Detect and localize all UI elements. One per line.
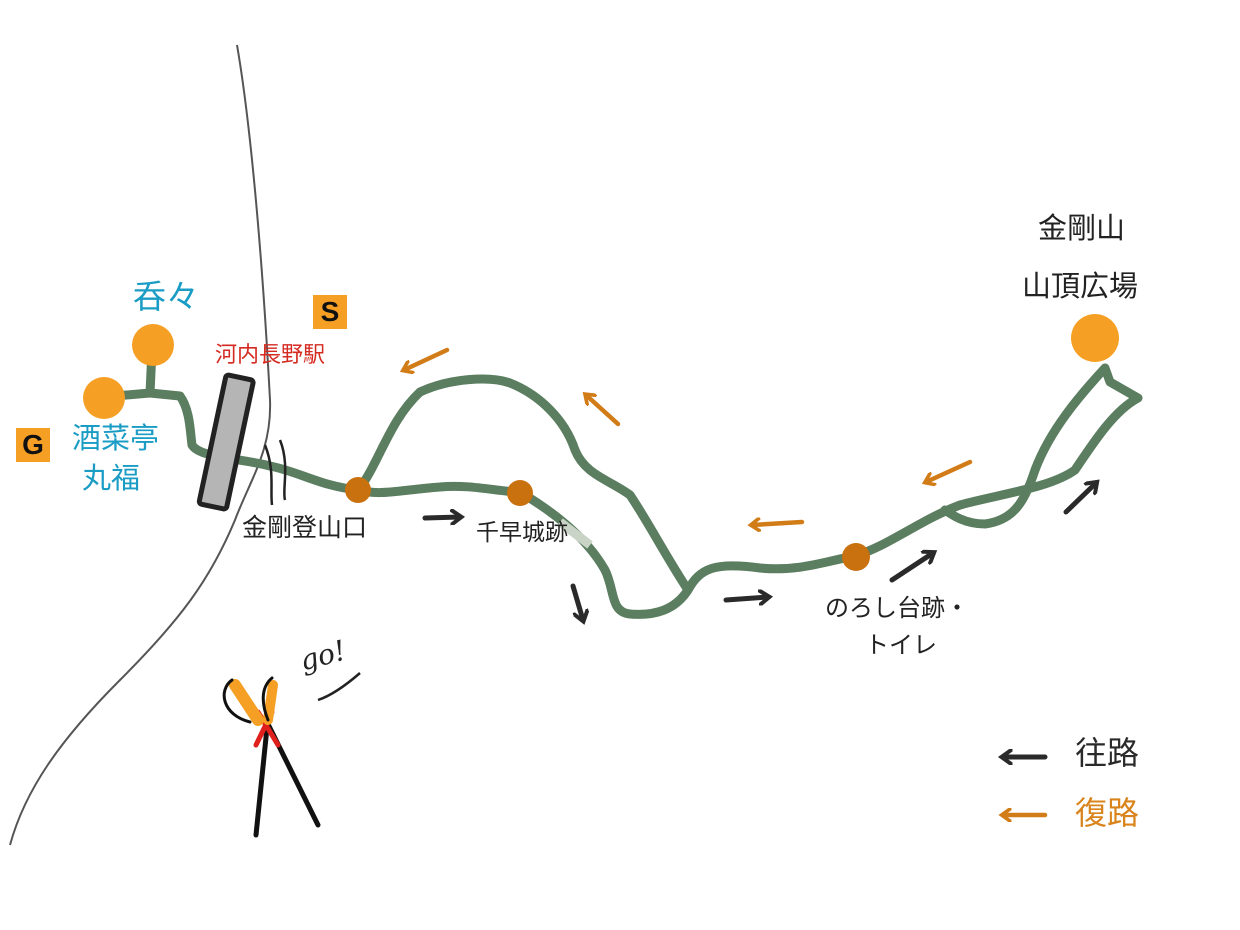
norosidai-label-2: トイレ [865, 631, 937, 659]
waypoint-dot-norosidai [842, 543, 870, 571]
outbound-arrow-icon [1063, 483, 1096, 515]
trailhead-label: 金剛登山口 [242, 513, 368, 542]
restaurant-label-2: 丸福 [82, 461, 141, 495]
return-arrow-icon [404, 347, 450, 370]
norosidai-label: のろし台跡・ [825, 594, 969, 622]
endpoint-dot-summit [1071, 314, 1119, 362]
waypoint-dot-trailhead [345, 477, 371, 503]
bridge-mark [263, 439, 287, 506]
station-building [196, 372, 256, 512]
outbound-arrow-icon [889, 553, 933, 583]
summit-label-2: 山頂広場 [1022, 269, 1139, 303]
go-underline [317, 672, 361, 702]
outbound-arrow-icon [570, 583, 583, 620]
endpoint-dot-restaurant [83, 377, 125, 419]
start-badge: S [313, 295, 347, 329]
waypoint-dot-castle [507, 480, 533, 506]
summit-label: 金剛山 [1038, 211, 1126, 245]
river-line [9, 44, 272, 846]
return-arrow-icon [752, 522, 805, 525]
restaurant-label: 酒菜亭 [72, 421, 160, 455]
return-arrow-icon [926, 459, 973, 482]
return-arrow-icon [586, 395, 621, 427]
trekking-poles-icon [222, 676, 321, 838]
trail-loop [355, 374, 693, 595]
legend-outbound-label: 往路 [1075, 734, 1140, 772]
endpoint-dot-nomnom [132, 324, 174, 366]
outbound-arrow-icon [422, 517, 460, 518]
trail-light-segment [557, 518, 593, 549]
goal-badge: G [16, 428, 50, 462]
nomnom-label: 呑々 [133, 277, 199, 316]
legend-return-label: 復路 [1075, 794, 1140, 832]
trail-main [99, 363, 1143, 619]
castle-label: 千早城跡 [476, 520, 568, 546]
outbound-arrow-icon [723, 597, 768, 600]
station-label: 河内長野駅 [215, 343, 326, 368]
